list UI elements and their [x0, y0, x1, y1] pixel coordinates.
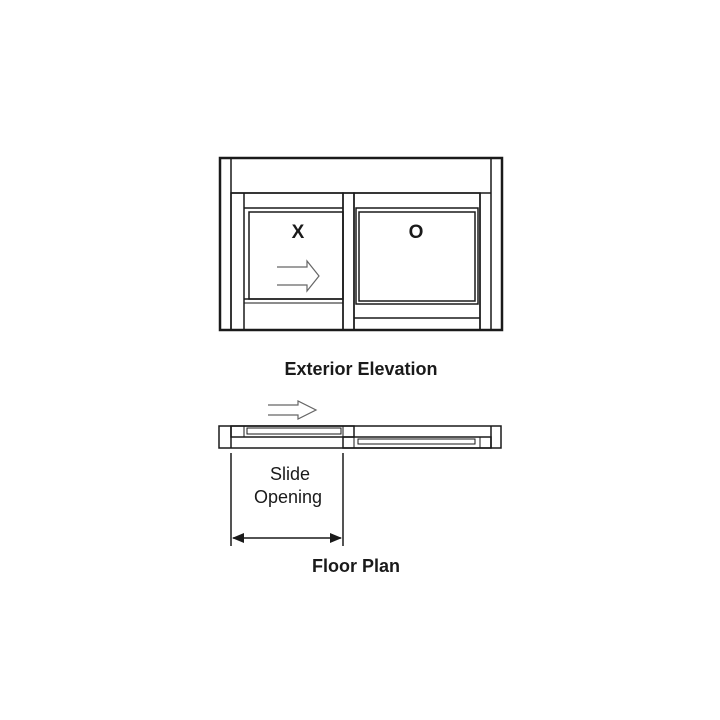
plan-slide-arrow-icon — [268, 400, 318, 420]
plan-operable-glass — [246, 427, 342, 435]
slide-direction-arrow-icon — [277, 259, 320, 293]
dimension-arrowhead-left — [232, 533, 244, 543]
slide-opening-label-line2: Opening — [254, 487, 322, 507]
fixed-panel-label: O — [409, 222, 424, 243]
right-sash-frame — [353, 192, 481, 331]
left-sash — [230, 192, 344, 331]
dimension-arrowhead-right — [330, 533, 342, 543]
elevation-title: Exterior Elevation — [284, 359, 437, 379]
meeting-stile — [342, 192, 355, 331]
floor-plan: Slide Opening Floor Plan — [218, 400, 502, 576]
floor-plan-title: Floor Plan — [312, 556, 400, 576]
plan-operable-track — [230, 425, 355, 438]
slide-opening-label-line1: Slide — [270, 464, 310, 484]
dimension-arrow-icon — [232, 533, 342, 543]
right-glass — [358, 211, 476, 302]
exterior-elevation: X O Exterior Elevation — [218, 156, 504, 379]
plan-fixed-track — [342, 436, 492, 449]
operable-panel-label: X — [292, 222, 305, 243]
right-sash — [353, 192, 481, 331]
left-sash-frame — [230, 192, 344, 331]
plan-fixed-glass — [357, 438, 476, 445]
right-glass-outer — [355, 207, 479, 305]
